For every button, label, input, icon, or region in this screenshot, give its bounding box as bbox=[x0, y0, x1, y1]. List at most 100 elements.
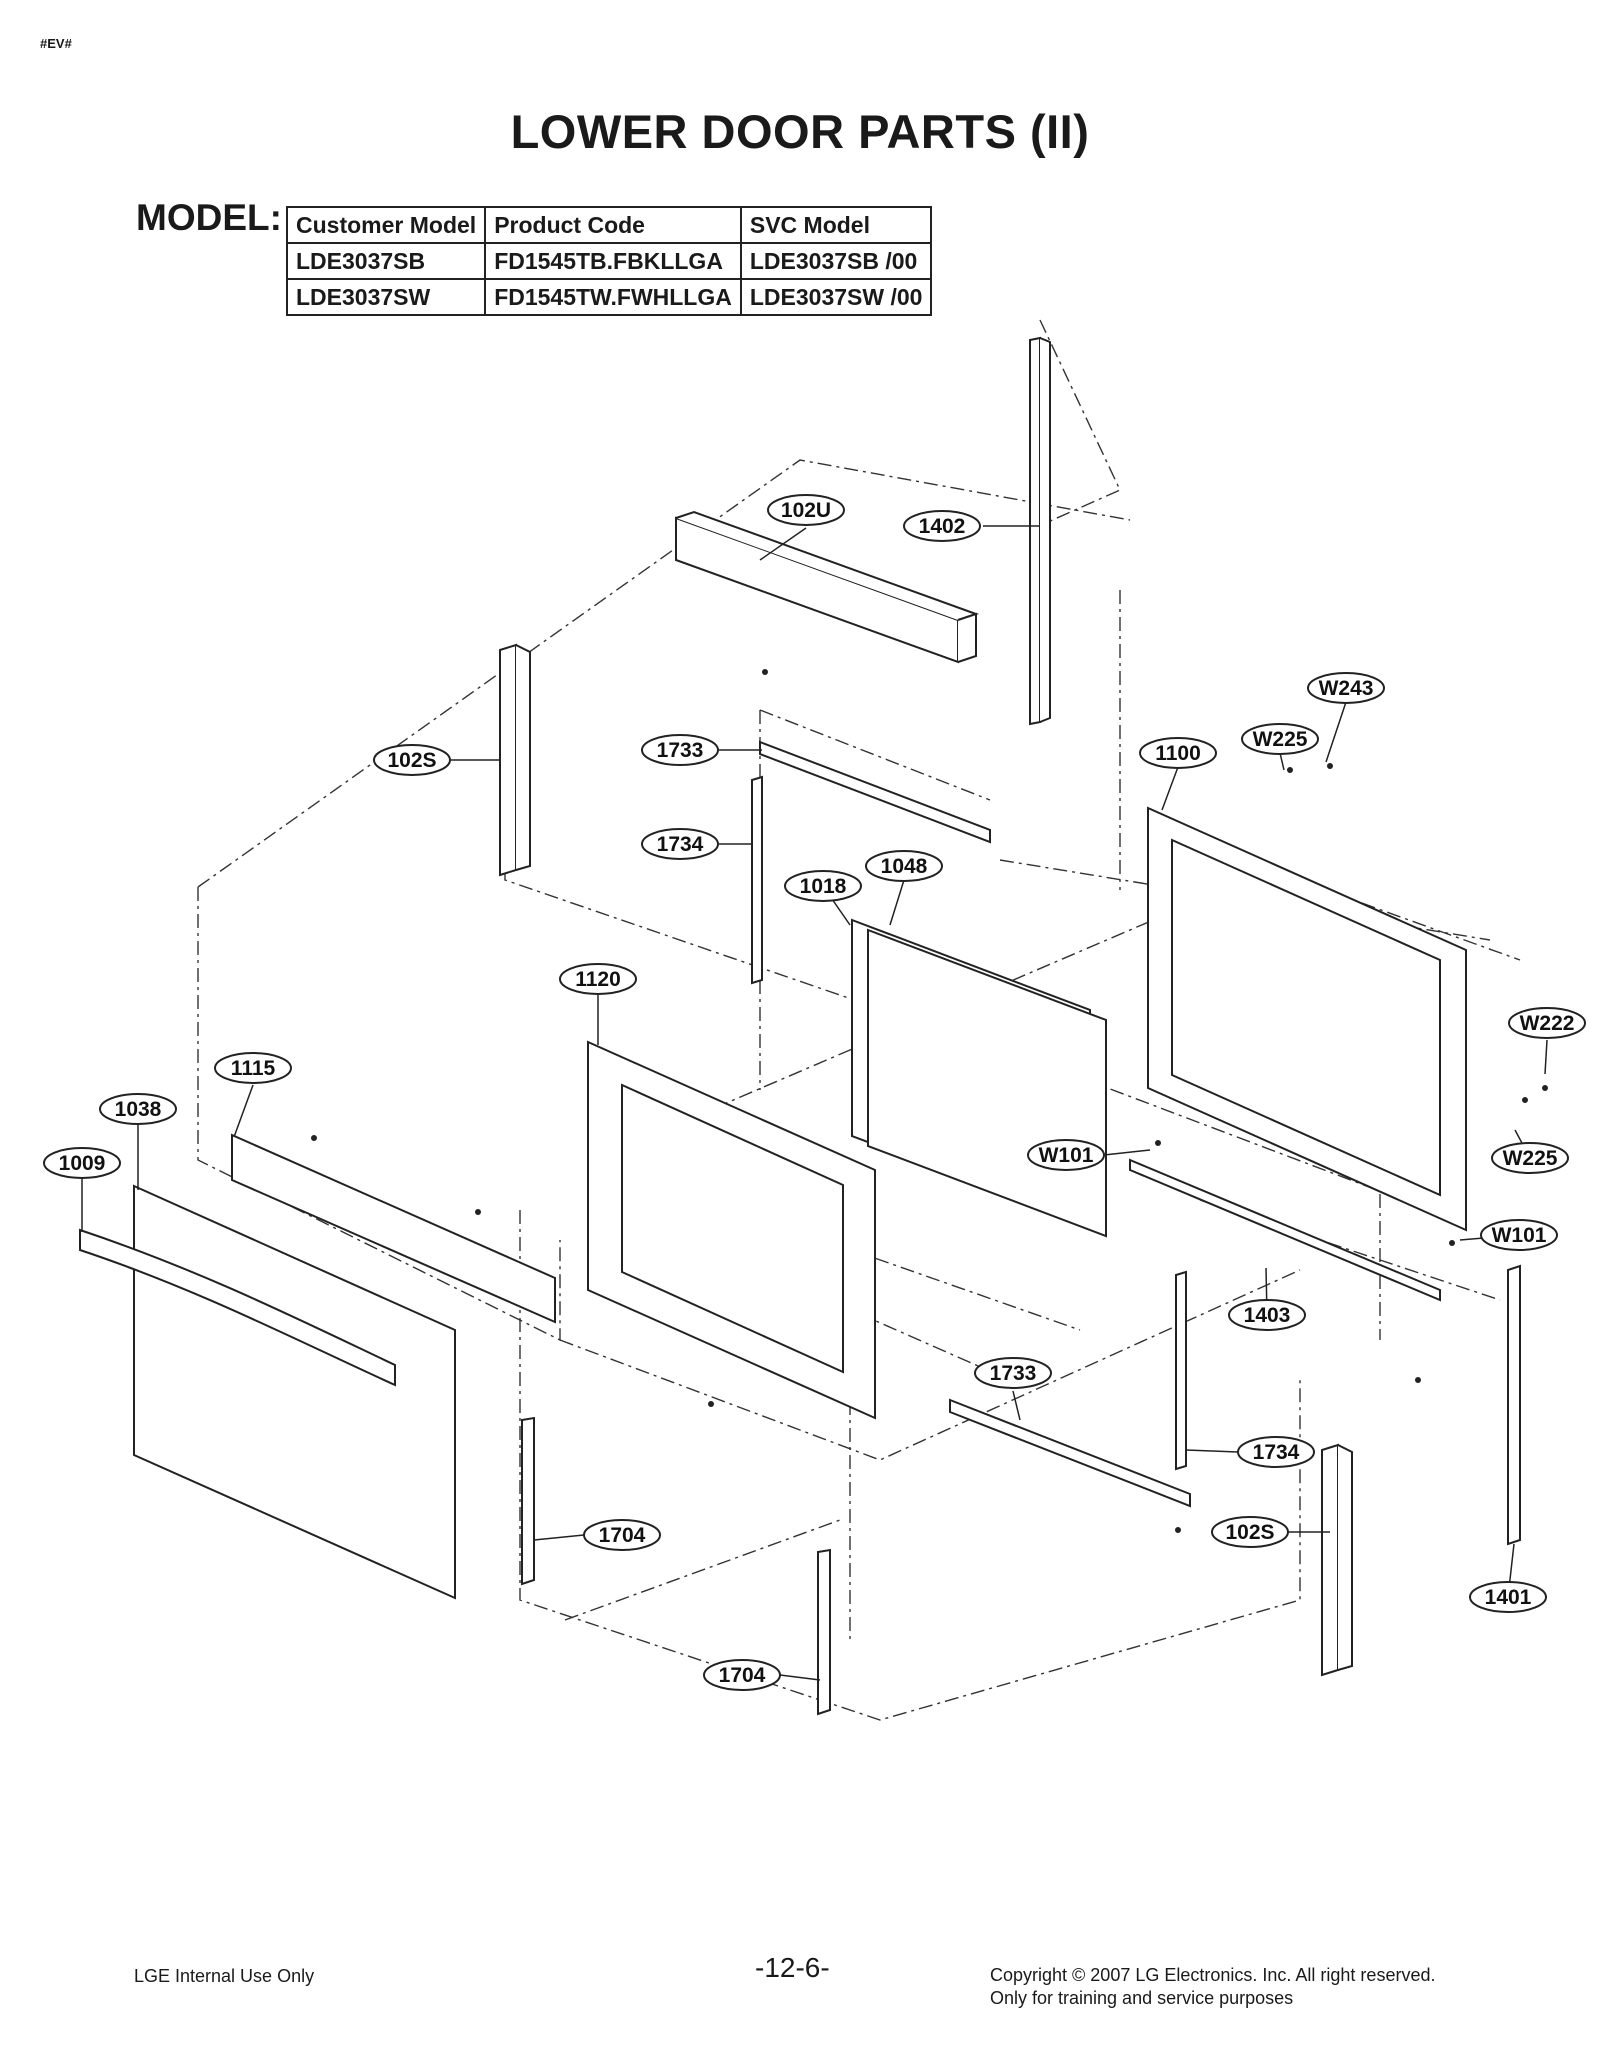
cell-svc-model: LDE3037SW /00 bbox=[739, 278, 933, 316]
callout-bubble bbox=[703, 1659, 781, 1691]
callout-1734: 1734 bbox=[641, 828, 719, 860]
callout-label: W101 bbox=[1492, 1224, 1547, 1247]
callout-w101: W101 bbox=[1027, 1139, 1105, 1171]
callout-w101: W101 bbox=[1480, 1219, 1558, 1251]
cell-customer-model: LDE3037SB bbox=[285, 242, 487, 280]
callout-label: W222 bbox=[1520, 1012, 1575, 1035]
callout-bubble bbox=[1491, 1142, 1569, 1174]
header-product-code: Product Code bbox=[484, 206, 742, 244]
callout-1704: 1704 bbox=[703, 1659, 781, 1691]
callout-bubble bbox=[1228, 1299, 1306, 1331]
callout-1403: 1403 bbox=[1228, 1299, 1306, 1331]
callout-1018: 1018 bbox=[784, 870, 862, 902]
callout-label: 1733 bbox=[990, 1362, 1037, 1385]
callout-1115: 1115 bbox=[214, 1052, 292, 1084]
callout-label: 1120 bbox=[575, 968, 621, 991]
callout-label: 1401 bbox=[1485, 1586, 1532, 1609]
callout-bubble bbox=[1139, 737, 1217, 769]
callout-1733: 1733 bbox=[974, 1357, 1052, 1389]
callout-label: 102U bbox=[781, 499, 831, 522]
part-1401-right-bracket bbox=[1507, 1264, 1521, 1546]
fastener-screws bbox=[311, 669, 1548, 1533]
callout-label: W225 bbox=[1503, 1147, 1558, 1170]
callout-102s: 102S bbox=[373, 744, 451, 776]
part-1115-top-cap bbox=[231, 1133, 556, 1324]
callout-bubble bbox=[1480, 1219, 1558, 1251]
callout-label: 1402 bbox=[919, 515, 966, 538]
callout-bubble bbox=[784, 870, 862, 902]
callout-bubble bbox=[214, 1052, 292, 1084]
callout-label: 1704 bbox=[719, 1664, 766, 1687]
callout-102u: 102U bbox=[767, 494, 845, 526]
callout-1401: 1401 bbox=[1469, 1581, 1547, 1613]
callout-bubble bbox=[583, 1519, 661, 1551]
part-1734-left-channel bbox=[751, 775, 763, 985]
callout-w225: W225 bbox=[1491, 1142, 1569, 1174]
callout-label: W243 bbox=[1319, 677, 1374, 700]
callout-label: 1018 bbox=[800, 875, 847, 898]
part-1733-lower-rail bbox=[949, 1398, 1191, 1508]
cell-svc-model: LDE3037SB /00 bbox=[739, 242, 933, 280]
callout-bubble bbox=[1027, 1139, 1105, 1171]
callout-1734: 1734 bbox=[1237, 1436, 1315, 1468]
callout-bubble bbox=[1241, 723, 1319, 755]
footer-internal-use: LGE Internal Use Only bbox=[134, 1966, 315, 1986]
callout-1120: 1120 bbox=[559, 963, 637, 995]
callout-1733: 1733 bbox=[641, 734, 719, 766]
callout-label: 102S bbox=[387, 749, 436, 772]
copyright-line: Copyright © 2007 LG Electronics. Inc. Al… bbox=[990, 1965, 1436, 1985]
callout-label: 1115 bbox=[231, 1057, 276, 1080]
part-102u-upper-trim bbox=[675, 516, 959, 664]
callout-1402: 1402 bbox=[903, 510, 981, 542]
footer-copyright: Copyright © 2007 LG Electronics. Inc. Al… bbox=[990, 1964, 1435, 2010]
callout-label: 1734 bbox=[1253, 1441, 1300, 1464]
callout-1009: 1009 bbox=[43, 1147, 121, 1179]
model-table-row: LDE3037SB FD1545TB.FBKLLGA LDE3037SB /00 bbox=[285, 242, 933, 280]
part-1734-right-channel bbox=[1175, 1270, 1187, 1471]
callout-label: 1704 bbox=[599, 1524, 646, 1547]
part-102s-left-trim bbox=[499, 643, 517, 877]
callout-bubble bbox=[1469, 1581, 1547, 1613]
part-1733-upper-rail bbox=[759, 740, 991, 844]
callout-1038: 1038 bbox=[99, 1093, 177, 1125]
callout-bubble bbox=[1211, 1516, 1289, 1548]
callout-label: 1403 bbox=[1244, 1304, 1291, 1327]
callout-bubble bbox=[903, 510, 981, 542]
callout-1100: 1100 bbox=[1139, 737, 1217, 769]
callout-bubble bbox=[1307, 672, 1385, 704]
callout-label: 1038 bbox=[115, 1098, 162, 1121]
page-title: LOWER DOOR PARTS (II) bbox=[510, 105, 1090, 158]
callout-label: W225 bbox=[1253, 728, 1308, 751]
callout-bubble bbox=[865, 850, 943, 882]
callout-1704: 1704 bbox=[583, 1519, 661, 1551]
part-1403-lower-bracket bbox=[1129, 1158, 1441, 1302]
callout-bubble bbox=[767, 494, 845, 526]
callout-label: 102S bbox=[1225, 1521, 1274, 1544]
part-1704-hinge-left bbox=[521, 1416, 535, 1586]
model-label: MODEL: bbox=[136, 197, 282, 238]
model-table-header-row: Customer Model Product Code SVC Model bbox=[285, 206, 933, 244]
cell-product-code: FD1545TW.FWHLLGA bbox=[484, 278, 742, 316]
part-102s-right-trim bbox=[1321, 1443, 1339, 1677]
callout-w222: W222 bbox=[1508, 1007, 1586, 1039]
callout-label: 1733 bbox=[657, 739, 704, 762]
part-1704-hinge-center bbox=[817, 1548, 831, 1716]
part-1048-glass-pane bbox=[867, 928, 1107, 1238]
callout-102s: 102S bbox=[1211, 1516, 1289, 1548]
callout-bubble bbox=[641, 734, 719, 766]
part-1009-door-handle bbox=[79, 1228, 396, 1387]
model-table: Customer Model Product Code SVC Model LD… bbox=[285, 206, 933, 316]
callout-bubble bbox=[99, 1093, 177, 1125]
callout-bubble bbox=[1237, 1436, 1315, 1468]
callout-w243: W243 bbox=[1307, 672, 1385, 704]
training-notice: Only for training and service purposes bbox=[990, 1988, 1294, 2008]
part-shapes bbox=[79, 336, 1521, 1716]
header-svc-model: SVC Model bbox=[739, 206, 933, 244]
callout-1048: 1048 bbox=[865, 850, 943, 882]
callout-bubble bbox=[1508, 1007, 1586, 1039]
callout-label: 1734 bbox=[657, 833, 704, 856]
callout-label: 1009 bbox=[59, 1152, 106, 1175]
cell-customer-model: LDE3037SW bbox=[285, 278, 487, 316]
